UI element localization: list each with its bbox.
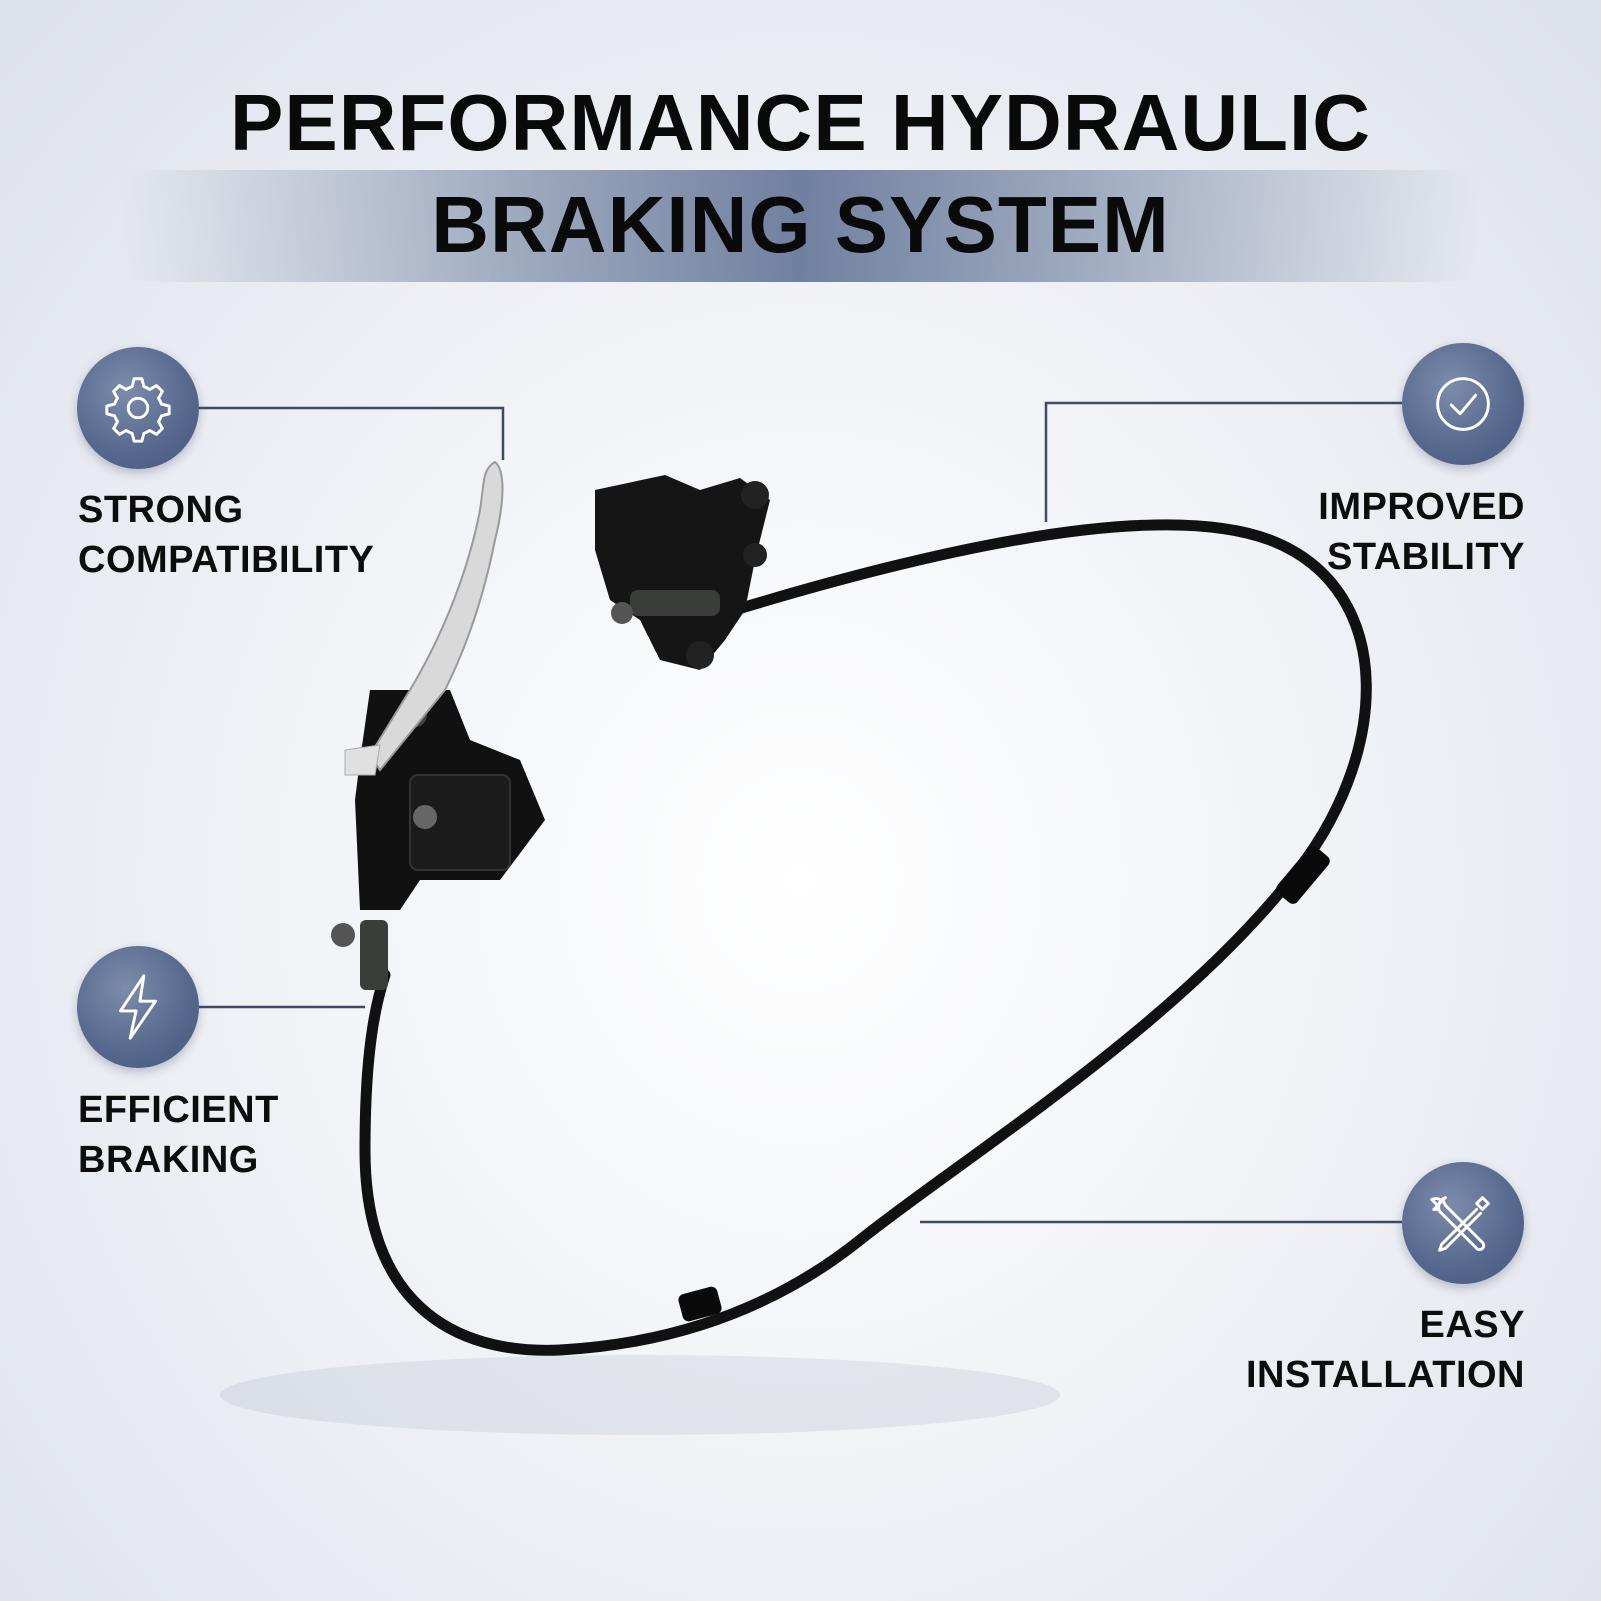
- floor-reflection: [220, 1355, 1060, 1435]
- feature-installation-line-2: INSTALLATION: [1246, 1354, 1525, 1396]
- reservoir-logo: [413, 805, 437, 829]
- feature-stability-line-2: STABILITY: [1326, 536, 1525, 578]
- caliper-bleeder: [741, 481, 769, 509]
- gear-icon: [105, 377, 171, 443]
- callout-line-stability: [1044, 401, 1402, 522]
- hose-sleeve-lower: [678, 1286, 722, 1322]
- brake-caliper: [595, 475, 770, 670]
- feature-label-stability: IMPROVED STABILITY: [1318, 482, 1525, 582]
- feature-badge-braking: [77, 946, 199, 1068]
- feature-stability-line-1: IMPROVED: [1318, 486, 1525, 528]
- page-title-line-1: PERFORMANCE HYDRAULIC: [230, 78, 1371, 167]
- wrench-screwdriver-icon: [1430, 1196, 1490, 1252]
- feature-braking-line-1: EFFICIENT: [78, 1089, 279, 1131]
- feature-compatibility-line-1: STRONG: [78, 489, 244, 531]
- feature-label-compatibility: STRONG COMPATIBILITY: [78, 485, 374, 585]
- feature-installation-line-1: EASY: [1419, 1304, 1525, 1346]
- feature-braking-line-2: BRAKING: [78, 1139, 259, 1181]
- hose-sleeve-upper: [1276, 846, 1330, 904]
- caliper-mount-top: [743, 543, 767, 567]
- page-title-line-2: BRAKING SYSTEM: [431, 180, 1170, 269]
- lower-banjo-fitting: [360, 920, 388, 990]
- reservoir-cap: [409, 774, 511, 871]
- check-circle-icon: [1436, 377, 1490, 431]
- title-highlight-band: [120, 170, 1480, 282]
- caliper-banjo-bolt: [611, 602, 633, 624]
- callout-line-compatibility: [198, 406, 505, 460]
- feature-label-braking: EFFICIENT BRAKING: [78, 1085, 279, 1185]
- feature-compatibility-line-2: COMPATIBILITY: [78, 539, 375, 581]
- feature-label-installation: EASY INSTALLATION: [1246, 1300, 1525, 1400]
- feature-badge-stability: [1402, 343, 1524, 465]
- feature-badge-installation: [1402, 1162, 1524, 1284]
- lower-banjo-bolt: [331, 923, 355, 947]
- brake-hose: [359, 519, 1372, 1356]
- caliper-banjo-fitting: [630, 590, 720, 616]
- caliper-mount-bottom: [686, 641, 714, 669]
- lever-switch: [344, 744, 381, 776]
- feature-badge-compatibility: [77, 347, 199, 469]
- lightning-icon: [118, 974, 158, 1040]
